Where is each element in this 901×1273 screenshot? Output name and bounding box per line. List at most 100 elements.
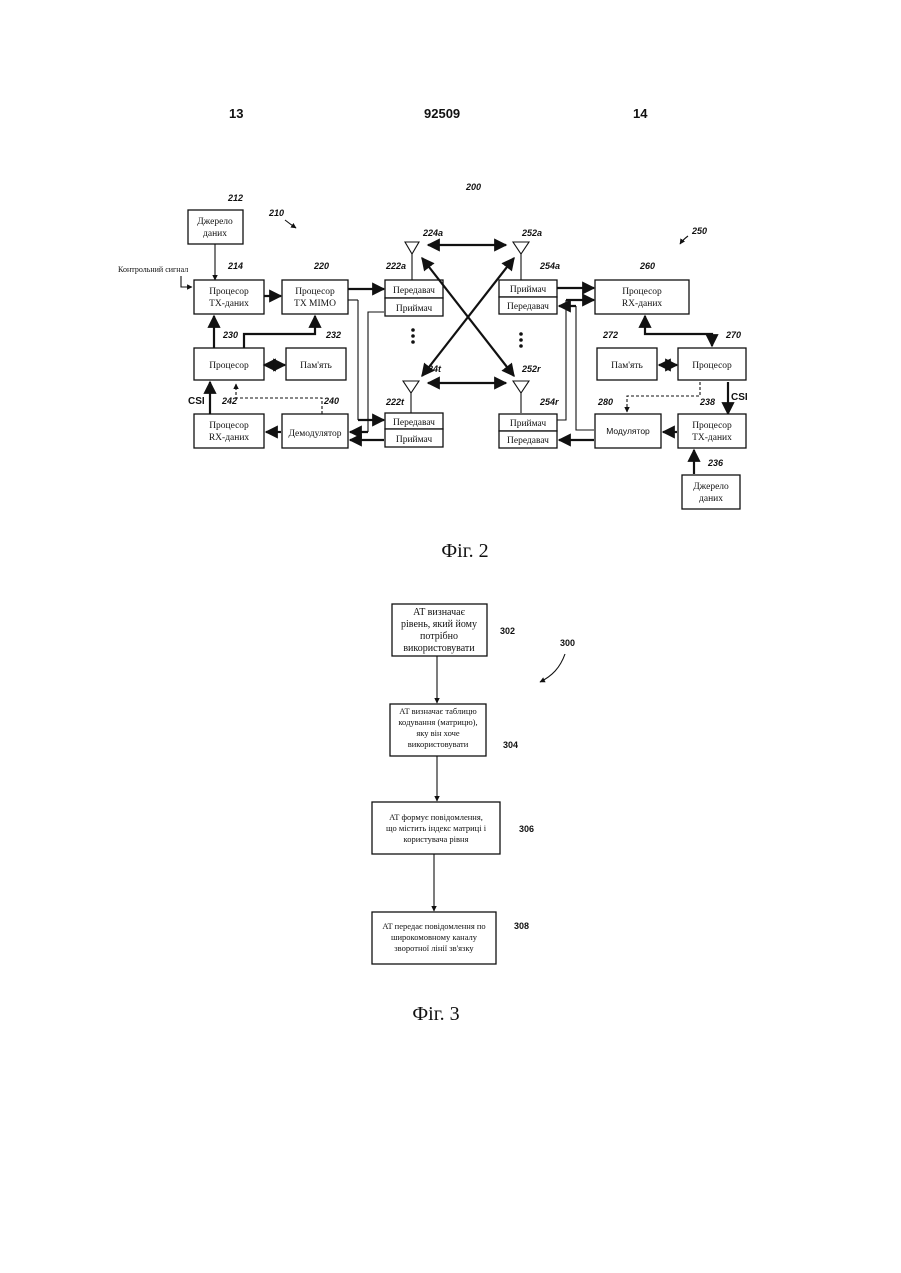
svg-text:Приймач: Приймач — [510, 418, 547, 429]
memory-left: 232 Пам'ять — [286, 330, 346, 380]
ref-flow: 300 — [560, 638, 575, 648]
svg-text:потрібно: потрібно — [420, 631, 458, 642]
svg-text:Процесор: Процесор — [209, 361, 249, 371]
svg-text:272: 272 — [602, 330, 618, 340]
svg-text:AT визначає: AT визначає — [413, 607, 465, 618]
csi-left-label: CSI — [188, 396, 205, 407]
svg-text:254a: 254a — [539, 261, 560, 271]
svg-text:AT передає повідомлення по: AT передає повідомлення по — [382, 921, 485, 931]
svg-text:214: 214 — [227, 261, 243, 271]
transceiver-right-bottom: 254r Приймач Передавач — [499, 397, 559, 448]
svg-text:254r: 254r — [539, 397, 559, 407]
svg-text:Джерело: Джерело — [197, 217, 233, 227]
svg-text:RX-даних: RX-даних — [622, 299, 663, 309]
fig2-caption: Фіг. 2 — [441, 540, 488, 562]
svg-text:Процесор: Процесор — [692, 361, 732, 371]
svg-text:306: 306 — [519, 824, 534, 834]
flow-step-306: AT формує повідомлення, що містить індек… — [372, 802, 534, 854]
svg-text:даних: даних — [699, 494, 723, 504]
svg-text:AT формує повідомлення,: AT формує повідомлення, — [389, 812, 483, 822]
processor-left: 230 Процесор — [194, 330, 264, 380]
svg-text:304: 304 — [503, 740, 518, 750]
transceiver-right-top: 254a Приймач Передавач — [499, 261, 560, 314]
antenna-left-bottom: 224t — [403, 364, 442, 413]
svg-text:222a: 222a — [385, 261, 406, 271]
svg-text:232: 232 — [325, 330, 341, 340]
svg-text:Приймач: Приймач — [396, 303, 433, 314]
svg-text:240: 240 — [323, 396, 339, 406]
svg-text:Демодулятор: Демодулятор — [288, 429, 341, 439]
svg-text:280: 280 — [597, 397, 613, 407]
fig3-caption: Фіг. 3 — [412, 1003, 459, 1025]
svg-text:зворотної лінії зв'язку: зворотної лінії зв'язку — [394, 943, 474, 953]
svg-text:212: 212 — [227, 193, 243, 203]
svg-text:Передавач: Передавач — [393, 286, 435, 296]
svg-text:кодування (матрицю),: кодування (матрицю), — [398, 717, 477, 727]
svg-text:Приймач: Приймач — [396, 434, 433, 445]
data-source-left: 212 Джерело даних — [188, 193, 243, 244]
antenna-left-top: 224a — [405, 228, 443, 280]
svg-text:252a: 252a — [521, 228, 542, 238]
svg-text:даних: даних — [203, 229, 227, 239]
control-signal-label: Контрольний сигнал — [118, 265, 188, 274]
memory-right: 272 Пам'ять — [597, 330, 657, 380]
svg-text:Процесор: Процесор — [209, 421, 249, 431]
transceiver-left-bottom: 222t Передавач Приймач — [385, 397, 443, 447]
svg-text:TX-даних: TX-даних — [692, 433, 732, 443]
antenna-right-bottom: 252r — [513, 364, 541, 413]
svg-text:236: 236 — [707, 458, 724, 468]
svg-text:Пам'ять: Пам'ять — [611, 361, 643, 371]
svg-text:яку він хоче: яку він хоче — [416, 728, 460, 738]
ref-left-station: 210 — [268, 208, 284, 218]
svg-text:Процесор: Процесор — [209, 287, 249, 297]
csi-right-label: CSI — [731, 392, 748, 403]
svg-text:220: 220 — [313, 261, 329, 271]
svg-text:TX MIMO: TX MIMO — [294, 299, 336, 309]
svg-text:AT визначає таблицю: AT визначає таблицю — [399, 706, 477, 716]
svg-text:308: 308 — [514, 921, 529, 931]
svg-text:Передавач: Передавач — [393, 418, 435, 428]
tx-data-processor-left: 214 Процесор TX-даних — [194, 261, 264, 314]
svg-text:Пам'ять: Пам'ять — [300, 361, 332, 371]
svg-text:Процесор: Процесор — [295, 287, 335, 297]
svg-text:Процесор: Процесор — [622, 287, 662, 297]
rx-data-processor-right: 260 Процесор RX-даних — [595, 261, 689, 314]
demodulator: 240 Демодулятор — [282, 396, 348, 448]
svg-text:238: 238 — [699, 397, 715, 407]
svg-text:рівень, який йому: рівень, який йому — [401, 619, 477, 630]
transceiver-left-top: 222a Передавач Приймач — [385, 261, 443, 316]
svg-text:Приймач: Приймач — [510, 284, 547, 295]
ref-right-station: 250 — [691, 226, 707, 236]
svg-text:302: 302 — [500, 626, 515, 636]
data-source-right: 236 Джерело даних — [682, 458, 740, 509]
svg-text:Процесор: Процесор — [692, 421, 732, 431]
svg-text:222t: 222t — [385, 397, 405, 407]
svg-text:270: 270 — [725, 330, 741, 340]
flow-step-302: AT визначає рівень, який йому потрібно в… — [392, 604, 515, 656]
ref-system: 200 — [465, 182, 481, 192]
svg-text:RX-даних: RX-даних — [209, 433, 250, 443]
svg-text:252r: 252r — [521, 364, 541, 374]
svg-text:230: 230 — [222, 330, 238, 340]
svg-text:260: 260 — [639, 261, 655, 271]
svg-text:що містить індекс матриці і: що містить індекс матриці і — [386, 823, 487, 833]
svg-text:TX-даних: TX-даних — [209, 299, 249, 309]
svg-text:Передавач: Передавач — [507, 436, 549, 446]
tx-mimo-processor: 220 Процесор TX MIMO — [282, 261, 348, 314]
modulator: 280 Модулятор — [595, 397, 661, 448]
svg-text:широкомовному каналу: широкомовному каналу — [391, 932, 478, 942]
svg-text:Передавач: Передавач — [507, 302, 549, 312]
fig2-diagram: 200 210 250 212 Джерело даних Контрольни… — [118, 182, 748, 562]
svg-text:242: 242 — [221, 396, 237, 406]
antenna-right-top: 252a — [513, 228, 542, 280]
svg-text:224a: 224a — [422, 228, 443, 238]
flow-step-308: AT передає повідомлення по широкомовному… — [372, 912, 529, 964]
svg-text:використовувати: використовувати — [403, 643, 475, 654]
svg-text:Джерело: Джерело — [693, 482, 729, 492]
tx-data-processor-right: 238 Процесор TX-даних — [678, 397, 746, 448]
svg-text:користувача рівня: користувача рівня — [404, 834, 469, 844]
svg-text:використовувати: використовувати — [408, 739, 469, 749]
fig3-flowchart: 300 AT визначає рівень, який йому потріб… — [372, 604, 575, 1025]
svg-text:Модулятор: Модулятор — [606, 426, 650, 436]
